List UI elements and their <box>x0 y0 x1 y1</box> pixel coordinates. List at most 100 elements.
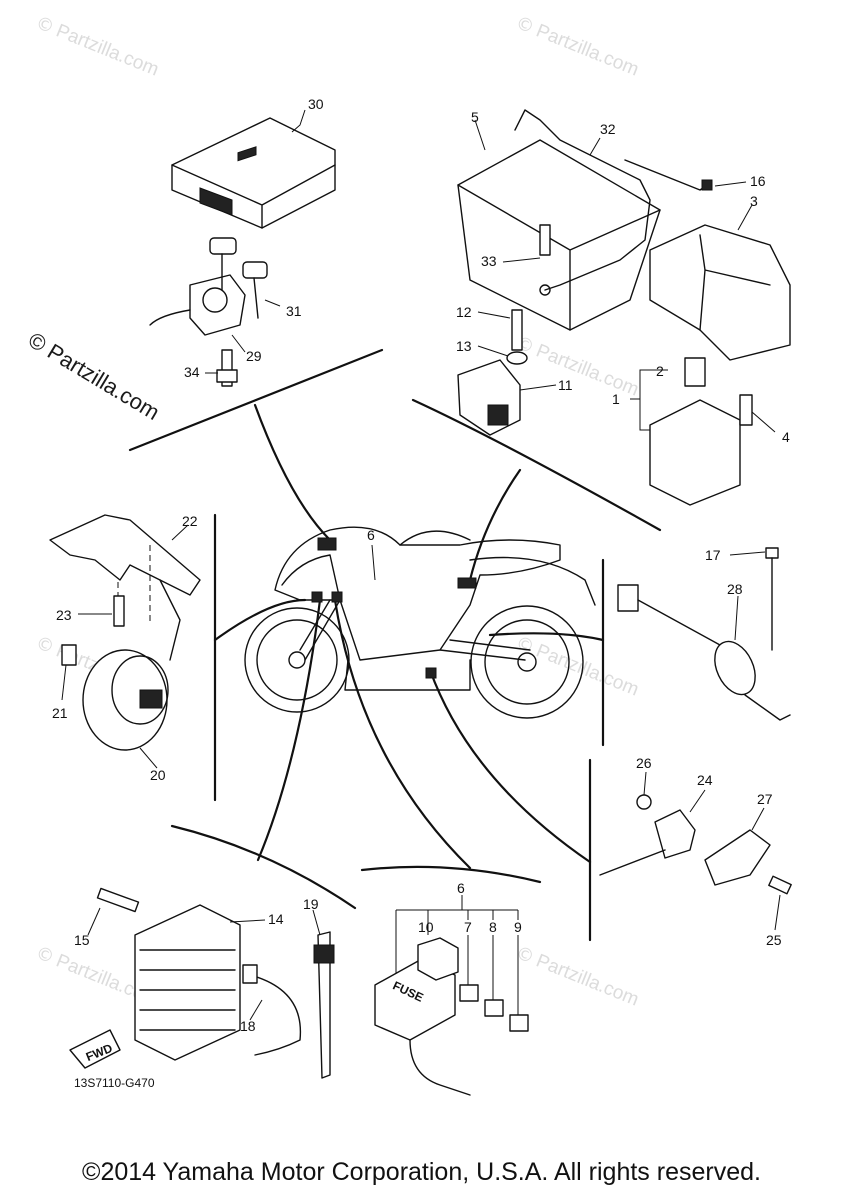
watermark-symbol: © <box>513 632 538 658</box>
fusebox-group: FUSE <box>374 895 529 1096</box>
sensor-wire <box>599 849 666 876</box>
callout-33: 33 <box>481 253 497 269</box>
wire-to-rectifier <box>256 598 322 862</box>
callout-3: 3 <box>750 193 758 209</box>
rear-wheel <box>470 605 584 719</box>
band-17 <box>765 547 779 559</box>
watermark-symbol: © <box>513 942 538 968</box>
wire-to-sensor <box>428 668 592 864</box>
wire-to-ecu <box>253 403 332 542</box>
bolt-4 <box>739 394 753 426</box>
wire-to-battery <box>468 468 522 582</box>
frame-bottom-center <box>360 865 542 884</box>
rectifier-group: FWD 13S7110-G470 <box>69 887 335 1090</box>
sensor-location <box>425 667 437 679</box>
callout-4: 4 <box>782 429 790 445</box>
callout-27: 27 <box>757 791 773 807</box>
sensor-lead <box>637 599 721 646</box>
callout-24: 24 <box>697 772 713 788</box>
callouts: 1 2 3 4 5 6 6 7 8 9 10 11 12 13 14 15 16… <box>52 96 790 1034</box>
tail-section <box>469 556 596 606</box>
callout-6-fuse: 6 <box>457 880 465 896</box>
bolt-25 <box>768 875 792 895</box>
callout-6-bike: 6 <box>367 527 375 543</box>
starter-relay <box>649 399 741 506</box>
bolt-21 <box>61 644 77 666</box>
fuse-10 <box>417 937 459 981</box>
callout-32: 32 <box>600 121 616 137</box>
group-frames <box>128 348 662 942</box>
watermark-text: Partzilla.com <box>533 640 642 700</box>
connection-lines <box>213 403 605 870</box>
watermark-symbol: © <box>33 12 58 38</box>
swingarm <box>439 639 531 661</box>
main-watermark-text: © Partzilla.com <box>24 327 164 425</box>
fuse-8 <box>484 999 504 1017</box>
ecu-unit <box>171 117 336 229</box>
clamp-19 <box>317 931 331 1079</box>
frame-bottom-left <box>170 824 357 910</box>
battery-cover <box>649 224 791 361</box>
callout-16: 16 <box>750 173 766 189</box>
ecu-group <box>149 109 336 387</box>
washer-13 <box>506 351 528 365</box>
front-wheel <box>244 607 350 713</box>
copyright-notice: ©2014 Yamaha Motor Corporation, U.S.A. A… <box>82 1158 761 1186</box>
sensor-24 <box>654 809 696 859</box>
callout-7: 7 <box>464 919 472 935</box>
horn-location <box>311 591 323 603</box>
callout-31: 31 <box>286 303 302 319</box>
key-head <box>209 237 237 255</box>
bolt-15 <box>96 887 140 913</box>
fwd-arrow <box>69 1029 121 1069</box>
callout-12: 12 <box>456 304 472 320</box>
callout-14: 14 <box>268 911 284 927</box>
fuse-9 <box>509 1014 529 1032</box>
plug-cap-28 <box>714 640 756 696</box>
callout-8: 8 <box>489 919 497 935</box>
callout-20: 20 <box>150 767 166 783</box>
horn-bracket <box>49 514 201 596</box>
fairing-body <box>274 526 561 661</box>
callout-15: 15 <box>74 932 90 948</box>
fuse-2 <box>684 357 706 387</box>
battery-group <box>457 109 791 506</box>
callout-9: 9 <box>514 919 522 935</box>
sensor-connector <box>617 584 639 612</box>
callout-22: 22 <box>182 513 198 529</box>
callout-5: 5 <box>471 109 479 125</box>
horn-group <box>49 514 201 769</box>
callout-11: 11 <box>558 377 573 393</box>
sensor-group <box>599 771 792 931</box>
drawing-code: 13S7110-G470 <box>74 1076 155 1090</box>
nut-26 <box>636 794 652 810</box>
fuse-location <box>331 591 343 603</box>
ecu-connector <box>199 187 233 216</box>
callout-23: 23 <box>56 607 72 623</box>
callout-21: 21 <box>52 705 68 721</box>
front-fork <box>299 599 341 661</box>
bolt-33 <box>539 224 551 256</box>
ecu-location <box>317 537 337 551</box>
battery-lead <box>514 109 651 291</box>
sparkplug-group <box>617 547 791 721</box>
band-16 <box>624 159 711 191</box>
watermark-text: Partzilla.com <box>53 20 162 80</box>
main-watermark: © Partzilla.com <box>24 327 164 425</box>
watermark-symbol: © <box>513 12 538 38</box>
callout-17: 17 <box>705 547 721 563</box>
battery <box>457 139 661 331</box>
callout-2: 2 <box>656 363 664 379</box>
wire-to-fusebox <box>333 598 472 870</box>
battery-location <box>457 577 477 589</box>
watermark-text: Partzilla.com <box>533 340 642 400</box>
rectifier-regulator <box>134 904 241 1061</box>
callout-29: 29 <box>246 348 262 364</box>
watermark-text: Partzilla.com <box>533 20 642 80</box>
watermark-symbol: © <box>33 632 58 658</box>
callout-18: 18 <box>240 1018 256 1034</box>
callout-19: 19 <box>303 896 319 912</box>
watermark-text: Partzilla.com <box>533 950 642 1010</box>
bracket-27 <box>704 829 771 886</box>
